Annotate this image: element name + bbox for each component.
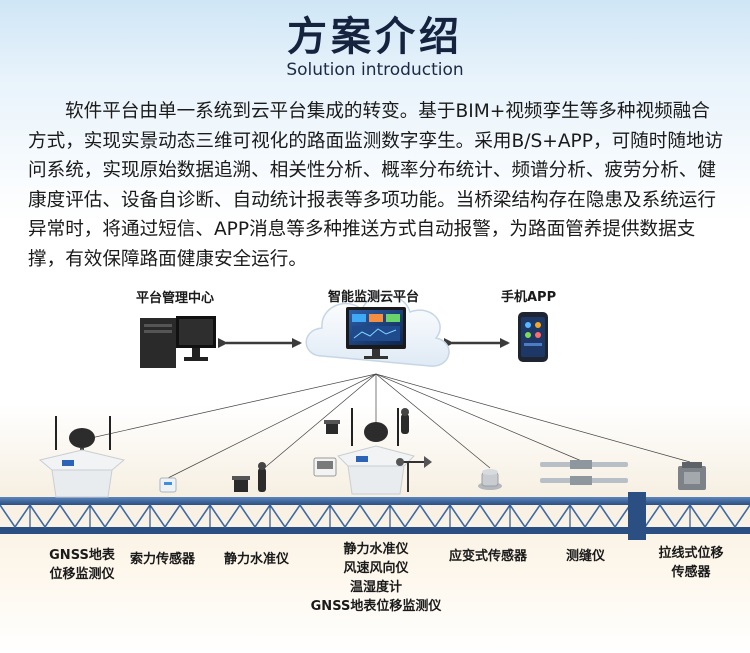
static-level-icon: [232, 462, 266, 492]
label-static-level: 静力水准仪: [224, 552, 290, 567]
label-crack: 测缝仪: [566, 549, 606, 564]
cable-force-sensor-icon: [159, 477, 177, 493]
crack-meter-icon: [540, 460, 628, 485]
wire-displacement-sensor-icon: [678, 462, 706, 490]
label-gnss: GNSS地表 位移监测仪: [34, 546, 130, 584]
label-gnss-line1: GNSS地表: [49, 548, 115, 563]
label-gnss-line2: 位移监测仪: [49, 567, 115, 582]
static-level-sensor-small-icon: [324, 420, 340, 434]
label-mobile-app: 手机APP: [501, 290, 557, 305]
smartphone-icon: [518, 312, 548, 362]
label-center-line2: 风速风向仪: [343, 561, 409, 576]
label-cable-force: 索力传感器: [130, 552, 196, 567]
thermo-hygrometer-icon: [313, 457, 337, 477]
gnss-station-icon: [38, 416, 126, 498]
label-center-line4: GNSS地表位移监测仪: [310, 599, 442, 614]
desktop-computer-icon: [140, 316, 216, 368]
strain-sensor-icon: [478, 469, 502, 490]
center-monitoring-station-icon: [337, 408, 415, 495]
intro-paragraph: 软件平台由单一系统到云平台集成的转变。基于BIM+视频孪生等多种视频融合方式，实…: [28, 101, 724, 270]
label-strain: 应变式传感器: [449, 549, 528, 564]
bridge-truss: [0, 492, 750, 540]
label-center-line1: 静力水准仪: [343, 542, 409, 557]
label-center-line3: 温湿度计: [349, 580, 402, 595]
connection-rays: [81, 373, 691, 479]
page-subtitle: Solution introduction: [286, 60, 464, 80]
label-center-station: 静力水准仪 风速风向仪 温湿度计 GNSS地表位移监测仪: [296, 540, 456, 616]
wind-sensor-icon: [396, 456, 432, 492]
page-title: 方案介绍: [287, 14, 463, 60]
level-probe-icon: [401, 408, 409, 434]
cloud-platform-icon: [305, 294, 450, 367]
label-wire-line2: 传感器: [671, 565, 711, 580]
label-wire-line1: 拉线式位移: [658, 546, 724, 561]
label-platform-center: 平台管理中心: [136, 291, 215, 306]
label-wire-displacement: 拉线式位移 传感器: [646, 544, 736, 582]
label-cloud-platform: 智能监测云平台: [328, 290, 420, 305]
